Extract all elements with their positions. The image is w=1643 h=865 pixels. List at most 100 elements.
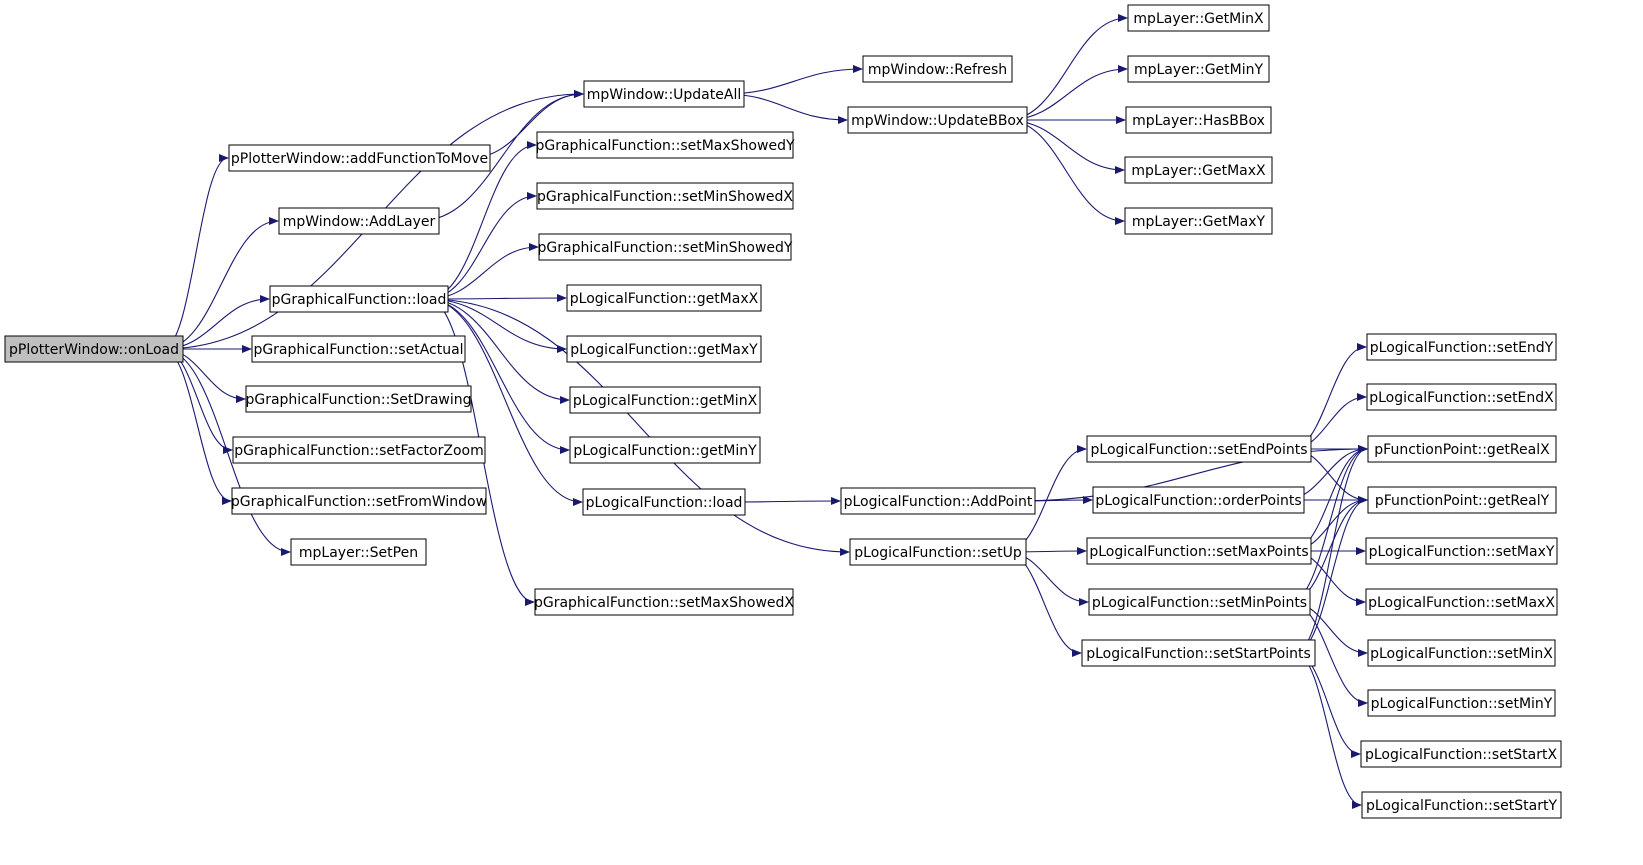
- node-setFromWindow[interactable]: pGraphicalFunction::setFromWindow: [231, 487, 487, 515]
- node-box: [1365, 588, 1558, 616]
- node-box: [232, 436, 486, 464]
- node-lfGetMinX[interactable]: pLogicalFunction::getMinX: [569, 386, 761, 414]
- node-box: [278, 207, 440, 235]
- node-label: mpWindow::UpdateAll: [587, 87, 741, 103]
- node-label: pLogicalFunction::AddPoint: [844, 494, 1033, 510]
- node-box: [536, 182, 794, 210]
- node-box: [1124, 207, 1273, 235]
- node-label: pLogicalFunction::setMinPoints: [1092, 595, 1307, 611]
- node-setActual[interactable]: pGraphicalFunction::setActual: [251, 335, 466, 363]
- node-label: pLogicalFunction::setMaxPoints: [1089, 544, 1308, 560]
- node-hasBBox[interactable]: mpLayer::HasBBox: [1125, 106, 1272, 134]
- node-box: [862, 55, 1013, 83]
- node-getRealX[interactable]: pFunctionPoint::getRealX: [1367, 435, 1557, 463]
- node-getMaxY_layer[interactable]: mpLayer::GetMaxY: [1124, 207, 1273, 235]
- node-label: pFunctionPoint::getRealY: [1375, 493, 1550, 509]
- node-label: mpWindow::AddLayer: [283, 214, 436, 230]
- edge-updateBBox-to-getMinX_layer: [1006, 14, 1128, 121]
- node-lfGetMaxX[interactable]: pLogicalFunction::getMaxX: [566, 284, 762, 312]
- node-setMaxShowedX[interactable]: pGraphicalFunction::setMaxShowedX: [534, 588, 794, 616]
- node-label: pGraphicalFunction::setFactorZoom: [234, 443, 483, 459]
- node-label: pGraphicalFunction::setMinShowedX: [537, 189, 793, 205]
- edge-updateBBox-to-getMaxY_layer: [1006, 119, 1125, 225]
- node-setPen[interactable]: mpLayer::SetPen: [290, 538, 427, 566]
- edge-setStartPoints-to-setStartY: [1294, 652, 1362, 809]
- edge-addLayer-to-updateAll: [418, 90, 584, 222]
- node-setMinY[interactable]: pLogicalFunction::setMinY: [1367, 689, 1556, 717]
- node-box: [1088, 588, 1311, 616]
- node-box: [1367, 689, 1556, 717]
- node-box: [582, 488, 746, 516]
- node-box: [566, 284, 762, 312]
- node-getRealY[interactable]: pFunctionPoint::getRealY: [1367, 486, 1557, 514]
- node-label: mpLayer::GetMaxY: [1132, 214, 1266, 230]
- node-setEndPoints[interactable]: pLogicalFunction::setEndPoints: [1086, 435, 1312, 463]
- node-label: pGraphicalFunction::setMinShowedY: [538, 240, 793, 256]
- node-box: [228, 144, 491, 172]
- node-box: [269, 285, 449, 313]
- edge-onLoad-to-setFromWindow: [162, 348, 232, 505]
- node-addPoint[interactable]: pLogicalFunction::AddPoint: [840, 487, 1036, 515]
- node-label: mpWindow::Refresh: [868, 62, 1007, 78]
- node-setFactorZoom[interactable]: pGraphicalFunction::setFactorZoom: [232, 436, 486, 464]
- node-label: pGraphicalFunction::setMaxShowedX: [534, 595, 794, 611]
- node-setMinX[interactable]: pLogicalFunction::setMinX: [1367, 639, 1556, 667]
- node-label: pGraphicalFunction::setMaxShowedY: [535, 138, 794, 154]
- node-addLayer[interactable]: mpWindow::AddLayer: [278, 207, 440, 235]
- node-getMinY_layer[interactable]: mpLayer::GetMinY: [1127, 55, 1270, 83]
- node-setEndX[interactable]: pLogicalFunction::setEndX: [1366, 383, 1557, 411]
- node-updateAll[interactable]: mpWindow::UpdateAll: [583, 80, 745, 108]
- node-box: [566, 335, 762, 363]
- node-label: pLogicalFunction::setMinX: [1370, 646, 1553, 662]
- node-setUp[interactable]: pLogicalFunction::setUp: [849, 538, 1027, 566]
- node-box: [840, 487, 1036, 515]
- node-setMaxShowedY[interactable]: pGraphicalFunction::setMaxShowedY: [535, 131, 795, 159]
- node-refresh[interactable]: mpWindow::Refresh: [862, 55, 1013, 83]
- node-box: [1367, 435, 1557, 463]
- node-getMaxX_layer[interactable]: mpLayer::GetMaxX: [1124, 156, 1273, 184]
- node-label: mpLayer::GetMinX: [1133, 11, 1264, 27]
- node-box: [847, 106, 1028, 134]
- node-label: pGraphicalFunction::setActual: [253, 342, 463, 358]
- node-gfLoad[interactable]: pGraphicalFunction::load: [269, 285, 449, 313]
- node-setMinShowedY[interactable]: pGraphicalFunction::setMinShowedY: [538, 233, 793, 261]
- node-setMinPoints[interactable]: pLogicalFunction::setMinPoints: [1088, 588, 1311, 616]
- edge-gfLoad-to-lfLoad: [427, 298, 583, 506]
- node-getMinX_layer[interactable]: mpLayer::GetMinX: [1127, 4, 1270, 32]
- node-box: [1361, 791, 1562, 819]
- node-label: pLogicalFunction::getMaxY: [570, 342, 758, 358]
- node-addFunctionToMove[interactable]: pPlotterWindow::addFunctionToMove: [228, 144, 491, 172]
- node-setStartX[interactable]: pLogicalFunction::setStartX: [1360, 740, 1562, 768]
- node-label: pPlotterWindow::addFunctionToMove: [231, 151, 488, 167]
- node-label: pLogicalFunction::setMaxY: [1369, 544, 1555, 560]
- node-label: pGraphicalFunction::setFromWindow: [231, 494, 487, 510]
- edge-gfLoad-to-setMinShowedX: [427, 192, 537, 300]
- node-box: [1365, 537, 1558, 565]
- node-setMaxY[interactable]: pLogicalFunction::setMaxY: [1365, 537, 1558, 565]
- node-orderPoints[interactable]: pLogicalFunction::orderPoints: [1092, 486, 1305, 514]
- node-box: [1366, 333, 1557, 361]
- edge-updateAll-to-refresh: [723, 65, 863, 95]
- node-setStartY[interactable]: pLogicalFunction::setStartY: [1361, 791, 1562, 819]
- node-setEndY[interactable]: pLogicalFunction::setEndY: [1366, 333, 1557, 361]
- node-updateBBox[interactable]: mpWindow::UpdateBBox: [847, 106, 1028, 134]
- edge-gfLoad-to-lfGetMaxX: [427, 294, 567, 303]
- node-layer: pPlotterWindow::onLoad pPlotterWindow::ad…: [4, 4, 1562, 819]
- node-box: [1366, 383, 1557, 411]
- node-setMaxPoints[interactable]: pLogicalFunction::setMaxPoints: [1086, 537, 1312, 565]
- node-label: pLogicalFunction::setUp: [854, 545, 1022, 561]
- node-lfLoad[interactable]: pLogicalFunction::load: [582, 488, 746, 516]
- node-label: pGraphicalFunction::load: [272, 292, 447, 308]
- node-label: mpLayer::GetMinY: [1134, 62, 1264, 78]
- node-box: [534, 588, 794, 616]
- node-onLoad[interactable]: pPlotterWindow::onLoad: [4, 335, 184, 363]
- node-lfGetMaxY[interactable]: pLogicalFunction::getMaxY: [566, 335, 762, 363]
- edge-setStartPoints-to-setStartX: [1294, 652, 1361, 758]
- node-setDrawing[interactable]: pGraphicalFunction::SetDrawing: [245, 385, 472, 413]
- node-setMinShowedX[interactable]: pGraphicalFunction::setMinShowedX: [536, 182, 794, 210]
- node-label: pLogicalFunction::setMaxX: [1368, 595, 1555, 611]
- node-setStartPoints[interactable]: pLogicalFunction::setStartPoints: [1081, 639, 1316, 667]
- node-setMaxX[interactable]: pLogicalFunction::setMaxX: [1365, 588, 1558, 616]
- node-lfGetMinY[interactable]: pLogicalFunction::getMinY: [569, 436, 761, 464]
